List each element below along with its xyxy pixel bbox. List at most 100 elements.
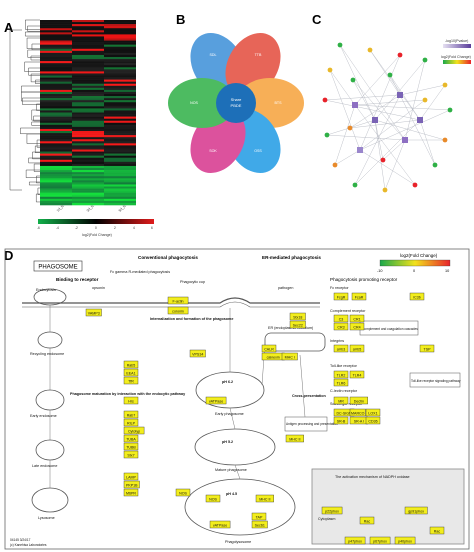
heatmap-cell	[40, 73, 72, 76]
plasma-membrane	[22, 297, 320, 304]
panel-label-c: C	[312, 12, 322, 27]
heatmap-cell	[72, 89, 104, 93]
gene-label: CR3	[337, 325, 344, 329]
heatmap-cell	[72, 69, 104, 72]
heatmap-cell	[40, 141, 72, 144]
heatmap-cell	[72, 139, 104, 142]
pathway-frame	[4, 248, 470, 550]
heatmap-cell	[104, 83, 136, 87]
heatmap-cell	[40, 186, 72, 189]
dendrogram-branch	[25, 19, 40, 30]
network-edge	[374, 119, 386, 191]
heatmap-cell	[72, 32, 104, 35]
heatmap-cell	[104, 163, 136, 167]
heatmap-cell	[40, 118, 72, 122]
heatmap-cell	[72, 65, 104, 68]
heatmap-cell	[72, 182, 104, 185]
heatmap-cell	[72, 112, 104, 115]
gene-label: gp91phox	[408, 509, 424, 513]
section-header: Phagocytosis promoting receptor	[330, 277, 398, 282]
label-fc-gamma: Fc gamma R-mediated phagocytosis	[110, 270, 170, 274]
heatmap-cell	[104, 36, 136, 39]
gene-label: EEA1	[126, 371, 135, 375]
heatmap-cell	[40, 170, 72, 173]
kegg-phagosome-panel: PHAGOSOME log2(Fold Change) -10 0 10 Bin…	[4, 248, 470, 550]
gene-box	[344, 536, 366, 545]
gene-label: MHC I	[285, 355, 295, 359]
dendrogram-branch	[33, 163, 40, 172]
heatmap-cell	[104, 126, 136, 130]
dendrogram-branch	[33, 115, 40, 122]
heatmap-cell	[72, 61, 104, 64]
heatmap-cell	[40, 135, 72, 138]
network-edge	[419, 119, 436, 166]
gene-label: Rac	[364, 519, 371, 523]
network-gene-node	[447, 107, 453, 113]
heatmap-cell	[72, 174, 104, 177]
heatmap-cell	[104, 116, 136, 119]
heatmap-cell	[40, 24, 72, 27]
heatmap-cell	[40, 184, 72, 187]
network-gene-node	[347, 125, 353, 131]
heatmap-cell	[40, 124, 72, 128]
heatmap-cell	[72, 141, 104, 144]
heatmap-cell	[40, 106, 72, 109]
heatmap-cell	[104, 38, 136, 41]
gene-label: LAMP	[126, 475, 136, 479]
early-endosome	[35, 389, 65, 411]
heatmap-cell	[72, 104, 104, 107]
legend-tick: 0	[413, 269, 415, 273]
network-edges	[324, 44, 451, 191]
heatmap-cell	[72, 81, 104, 85]
heatmap-cell	[40, 38, 72, 41]
network-gene-node	[422, 97, 428, 103]
network-gene-node	[432, 162, 438, 168]
heatmap-cell	[72, 48, 104, 52]
heatmap-cell	[104, 102, 136, 105]
label-antigen: Antigen processing and presentation	[286, 422, 338, 426]
heatmap-cell	[40, 50, 72, 54]
heatmap-cell	[104, 180, 136, 183]
heatmap-cell	[104, 22, 136, 25]
network-panel: -log10(Pvalue) log2(Fold Change)	[322, 39, 471, 193]
heatmap-cell	[40, 200, 72, 204]
gene-box	[333, 314, 349, 323]
heatmap-cell	[104, 151, 136, 154]
heatmap-grid	[40, 20, 136, 206]
gene-box	[404, 506, 428, 515]
panel-label-a: A	[4, 20, 14, 35]
heatmap-cell	[72, 200, 104, 204]
heatmap-column-labels: 1d_IL 3d_IL 5d_IL	[56, 204, 127, 213]
heatmap-cell	[40, 116, 72, 119]
heatmap-cell	[40, 126, 72, 130]
heatmap-cell	[72, 172, 104, 175]
heatmap-cell	[40, 161, 72, 165]
gene-box	[333, 416, 349, 425]
heatmap-cell	[72, 85, 104, 89]
label-mature-phagosome: Mature phagosome	[215, 468, 247, 472]
heatmap-cell	[40, 42, 72, 45]
section-header: ER-mediated phagocytosis	[262, 255, 321, 260]
pathway-title: PHAGOSOME	[38, 265, 77, 271]
network-edge	[354, 94, 401, 186]
heatmap-cell	[40, 83, 72, 87]
network-gene-node	[422, 57, 428, 63]
heatmap-cell	[72, 143, 104, 146]
gene-box	[167, 306, 189, 315]
heatmap-cell	[40, 104, 72, 107]
color-scale-ticks: -6 -4 -2 0 2 4 6	[37, 226, 153, 230]
heatmap-cell	[40, 65, 72, 68]
mature-phagosome	[194, 428, 276, 466]
gene-box	[333, 378, 349, 387]
dendrogram-branch	[26, 133, 40, 144]
heatmap-cell	[72, 24, 104, 27]
heatmap-cell	[104, 149, 136, 152]
heatmap-cell	[104, 165, 136, 169]
dendrogram-branch	[32, 151, 40, 160]
gene-box	[205, 396, 227, 405]
gene-label: calnexin	[267, 355, 280, 359]
heatmap-cell	[40, 81, 72, 85]
heatmap-cell	[104, 153, 136, 156]
heatmap-cell	[40, 194, 72, 198]
panel-label-d: D	[4, 248, 14, 263]
